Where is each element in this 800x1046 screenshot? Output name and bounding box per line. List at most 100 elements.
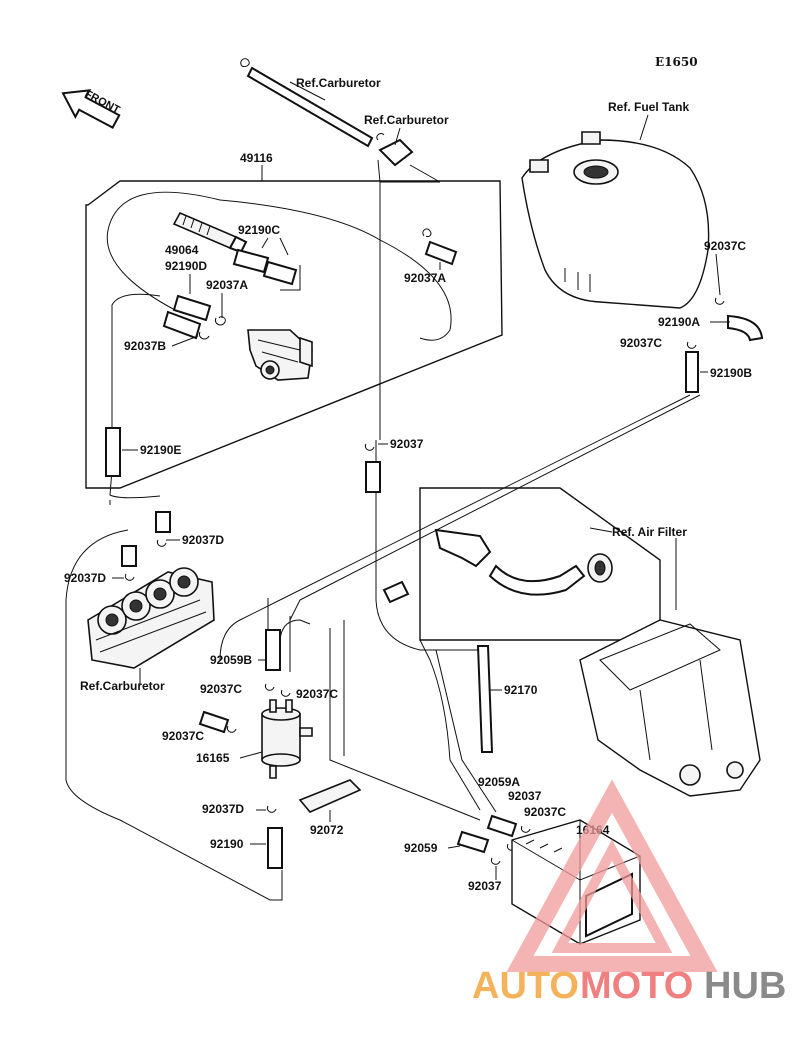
part-16165-label: 16165 <box>196 751 230 765</box>
hose-92059b-bend <box>267 598 311 672</box>
part-92037a-label-2: 92037A <box>404 271 446 285</box>
hose-92190b <box>685 351 699 393</box>
hose-92059b <box>265 629 281 671</box>
top-carburetor-hose <box>240 58 414 167</box>
clip-92037a-1 <box>214 316 226 326</box>
part-92190b-label: 92190B <box>710 366 752 380</box>
fuel-tank <box>521 131 710 309</box>
ref-air-filter: Ref. Air Filter <box>612 525 687 539</box>
long-vent-hoses <box>219 394 701 661</box>
part-92170-label: 92170 <box>504 683 538 697</box>
clip-92037c-1 <box>714 297 725 305</box>
vent-line-top <box>375 159 480 651</box>
part-49064-label: 49064 <box>165 243 199 257</box>
hose-left-upper <box>155 511 171 533</box>
part-92190-label: 92190 <box>210 837 244 851</box>
leader-92037b <box>171 335 199 347</box>
assembly-49116-outline <box>85 180 503 489</box>
front-arrow-icon <box>61 89 121 129</box>
clip-92037d-3 <box>266 805 277 813</box>
hose-92190e <box>105 427 121 477</box>
fuel-tap-valve <box>247 329 313 381</box>
hose-92170 <box>476 645 494 753</box>
left-return-hose <box>65 500 283 901</box>
part-92037c-label-1: 92037C <box>704 239 746 253</box>
part-92037c-label-5: 92037C <box>162 729 204 743</box>
watermark-logo: AUTO MOTO HUB <box>472 779 786 1007</box>
air-filter-tee <box>434 528 492 568</box>
hose-92190d-b <box>162 310 202 340</box>
part-92037b-label: 92037B <box>124 339 166 353</box>
part-92059b-label: 92059B <box>210 653 252 667</box>
part-92059a-label: 92059A <box>478 775 520 789</box>
part-92190d-label: 92190D <box>165 259 207 273</box>
clip-92037a-2 <box>422 228 432 238</box>
part-92059-label: 92059 <box>404 841 438 855</box>
clip-92037c-5 <box>226 725 237 733</box>
clip-92037-3 <box>490 857 501 865</box>
hose-92059a <box>486 814 518 838</box>
leader-ref-carb-2 <box>394 127 401 146</box>
ref-carburetor-2: Ref.Carburetor <box>364 113 449 127</box>
part-92037-label-2: 92037 <box>508 789 542 803</box>
hose-92190c-b <box>262 260 298 286</box>
leader-92037c-1 <box>715 253 721 296</box>
fuel-filter-screen-49064 <box>172 211 248 254</box>
hose-92190c-a <box>232 248 270 274</box>
hose-air-short <box>382 580 410 604</box>
part-92190c-label: 92190C <box>238 223 280 237</box>
leader-16165 <box>239 751 263 759</box>
clip-92037c-4 <box>280 689 291 697</box>
hose-92190d-a <box>172 294 212 322</box>
canister-hoses <box>329 620 497 821</box>
diagram-code: E1650 <box>655 55 698 69</box>
clip-92037d-2 <box>124 573 135 581</box>
hose-92037-mid <box>365 461 381 493</box>
clip-92037b <box>198 331 210 340</box>
part-92037c-label-2: 92037C <box>620 336 662 350</box>
hose-92037c-5 <box>198 710 230 734</box>
bracket-92190c <box>280 265 301 291</box>
clip-92037-1 <box>364 443 375 451</box>
part-92037d-label-1: 92037D <box>182 533 224 547</box>
part-92072-label: 92072 <box>310 823 344 837</box>
air-filter-hose-curve <box>488 564 586 596</box>
part-92190e-label: 92190E <box>140 443 181 457</box>
leader-92190c <box>261 237 289 256</box>
hose-92190a <box>727 314 764 342</box>
leader-ref-carb-1 <box>289 81 326 101</box>
watermark-text-auto: AUTO <box>472 965 579 1007</box>
ref-carburetor-3: Ref.Carburetor <box>80 679 165 693</box>
fuel-pump-16165 <box>261 699 313 779</box>
air-filter-box <box>419 487 661 641</box>
bracket-92072 <box>298 779 362 813</box>
part-92037d-label-2: 92037D <box>64 571 106 585</box>
part-92037-label-1: 92037 <box>390 437 424 451</box>
hose-left-mid <box>121 545 137 567</box>
part-92037d-label-3: 92037D <box>202 802 244 816</box>
air-filter-housing <box>579 619 761 797</box>
leader-fuel-tank <box>639 114 649 141</box>
hose-92190 <box>267 827 283 869</box>
part-92037c-label-6: 92037C <box>524 805 566 819</box>
part-49116-label: 49116 <box>240 151 273 165</box>
leader-air-filter <box>589 527 677 610</box>
hose-92059 <box>456 830 490 854</box>
part-92037c-label-3: 92037C <box>200 682 242 696</box>
part-92037a-label-1: 92037A <box>206 278 248 292</box>
carburetor-assembly <box>87 567 215 669</box>
ref-fuel-tank: Ref. Fuel Tank <box>608 100 689 114</box>
hose-92037a-2 <box>424 240 458 266</box>
watermark-text-moto: MOTO <box>580 965 693 1007</box>
clip-92037c-3 <box>264 683 275 691</box>
ref-carburetor-1: Ref.Carburetor <box>296 76 381 90</box>
watermark-text-hub: HUB <box>704 965 786 1007</box>
part-92037c-label-4: 92037C <box>296 687 338 701</box>
part-92190a-label: 92190A <box>658 315 700 329</box>
leader-92059 <box>447 845 461 849</box>
clip-92037d-1 <box>156 539 167 547</box>
fuel-hose-loop <box>106 191 452 499</box>
part-92037-label-3: 92037 <box>468 879 502 893</box>
clip-92037-2 <box>520 825 531 833</box>
